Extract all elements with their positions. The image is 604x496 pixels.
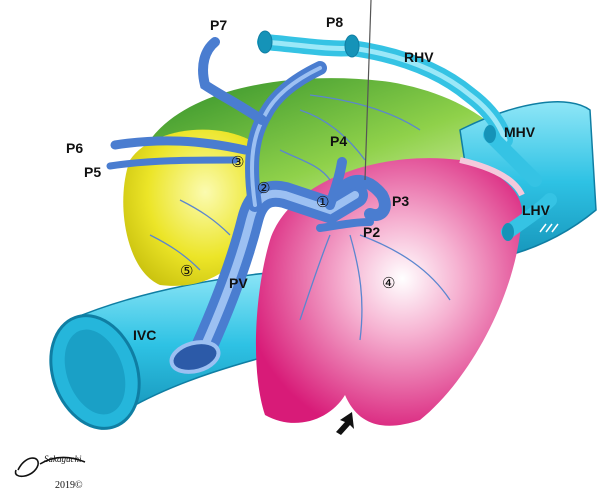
mhv-end [484, 125, 496, 143]
label-p8: P8 [326, 14, 343, 30]
segment-4-marker: ④ [382, 274, 395, 292]
artist-signature: Sakaguchi 2019© [16, 454, 85, 491]
segment-1-marker: ① [316, 193, 329, 211]
rhv-branch-end [345, 35, 359, 57]
label-p3: P3 [392, 193, 409, 209]
label-p4: P4 [330, 133, 347, 149]
signature-name: Sakaguchi [44, 454, 82, 464]
segment-3-marker: ③ [231, 153, 244, 171]
rhv-end [258, 31, 272, 53]
label-p7: P7 [210, 17, 227, 33]
label-mhv: MHV [504, 124, 536, 140]
label-p6: P6 [66, 140, 83, 156]
segment-2-marker: ② [257, 179, 270, 197]
label-p5: P5 [84, 164, 101, 180]
label-p2: P2 [363, 224, 380, 240]
signature-year: 2019© [55, 480, 83, 491]
arrow-icon [336, 412, 354, 435]
segment-5-marker: ⑤ [180, 262, 193, 280]
lhv-end [502, 223, 514, 241]
label-pv: PV [229, 275, 248, 291]
label-ivc: IVC [133, 327, 156, 343]
label-rhv: RHV [404, 49, 434, 65]
label-lhv: LHV [522, 202, 551, 218]
